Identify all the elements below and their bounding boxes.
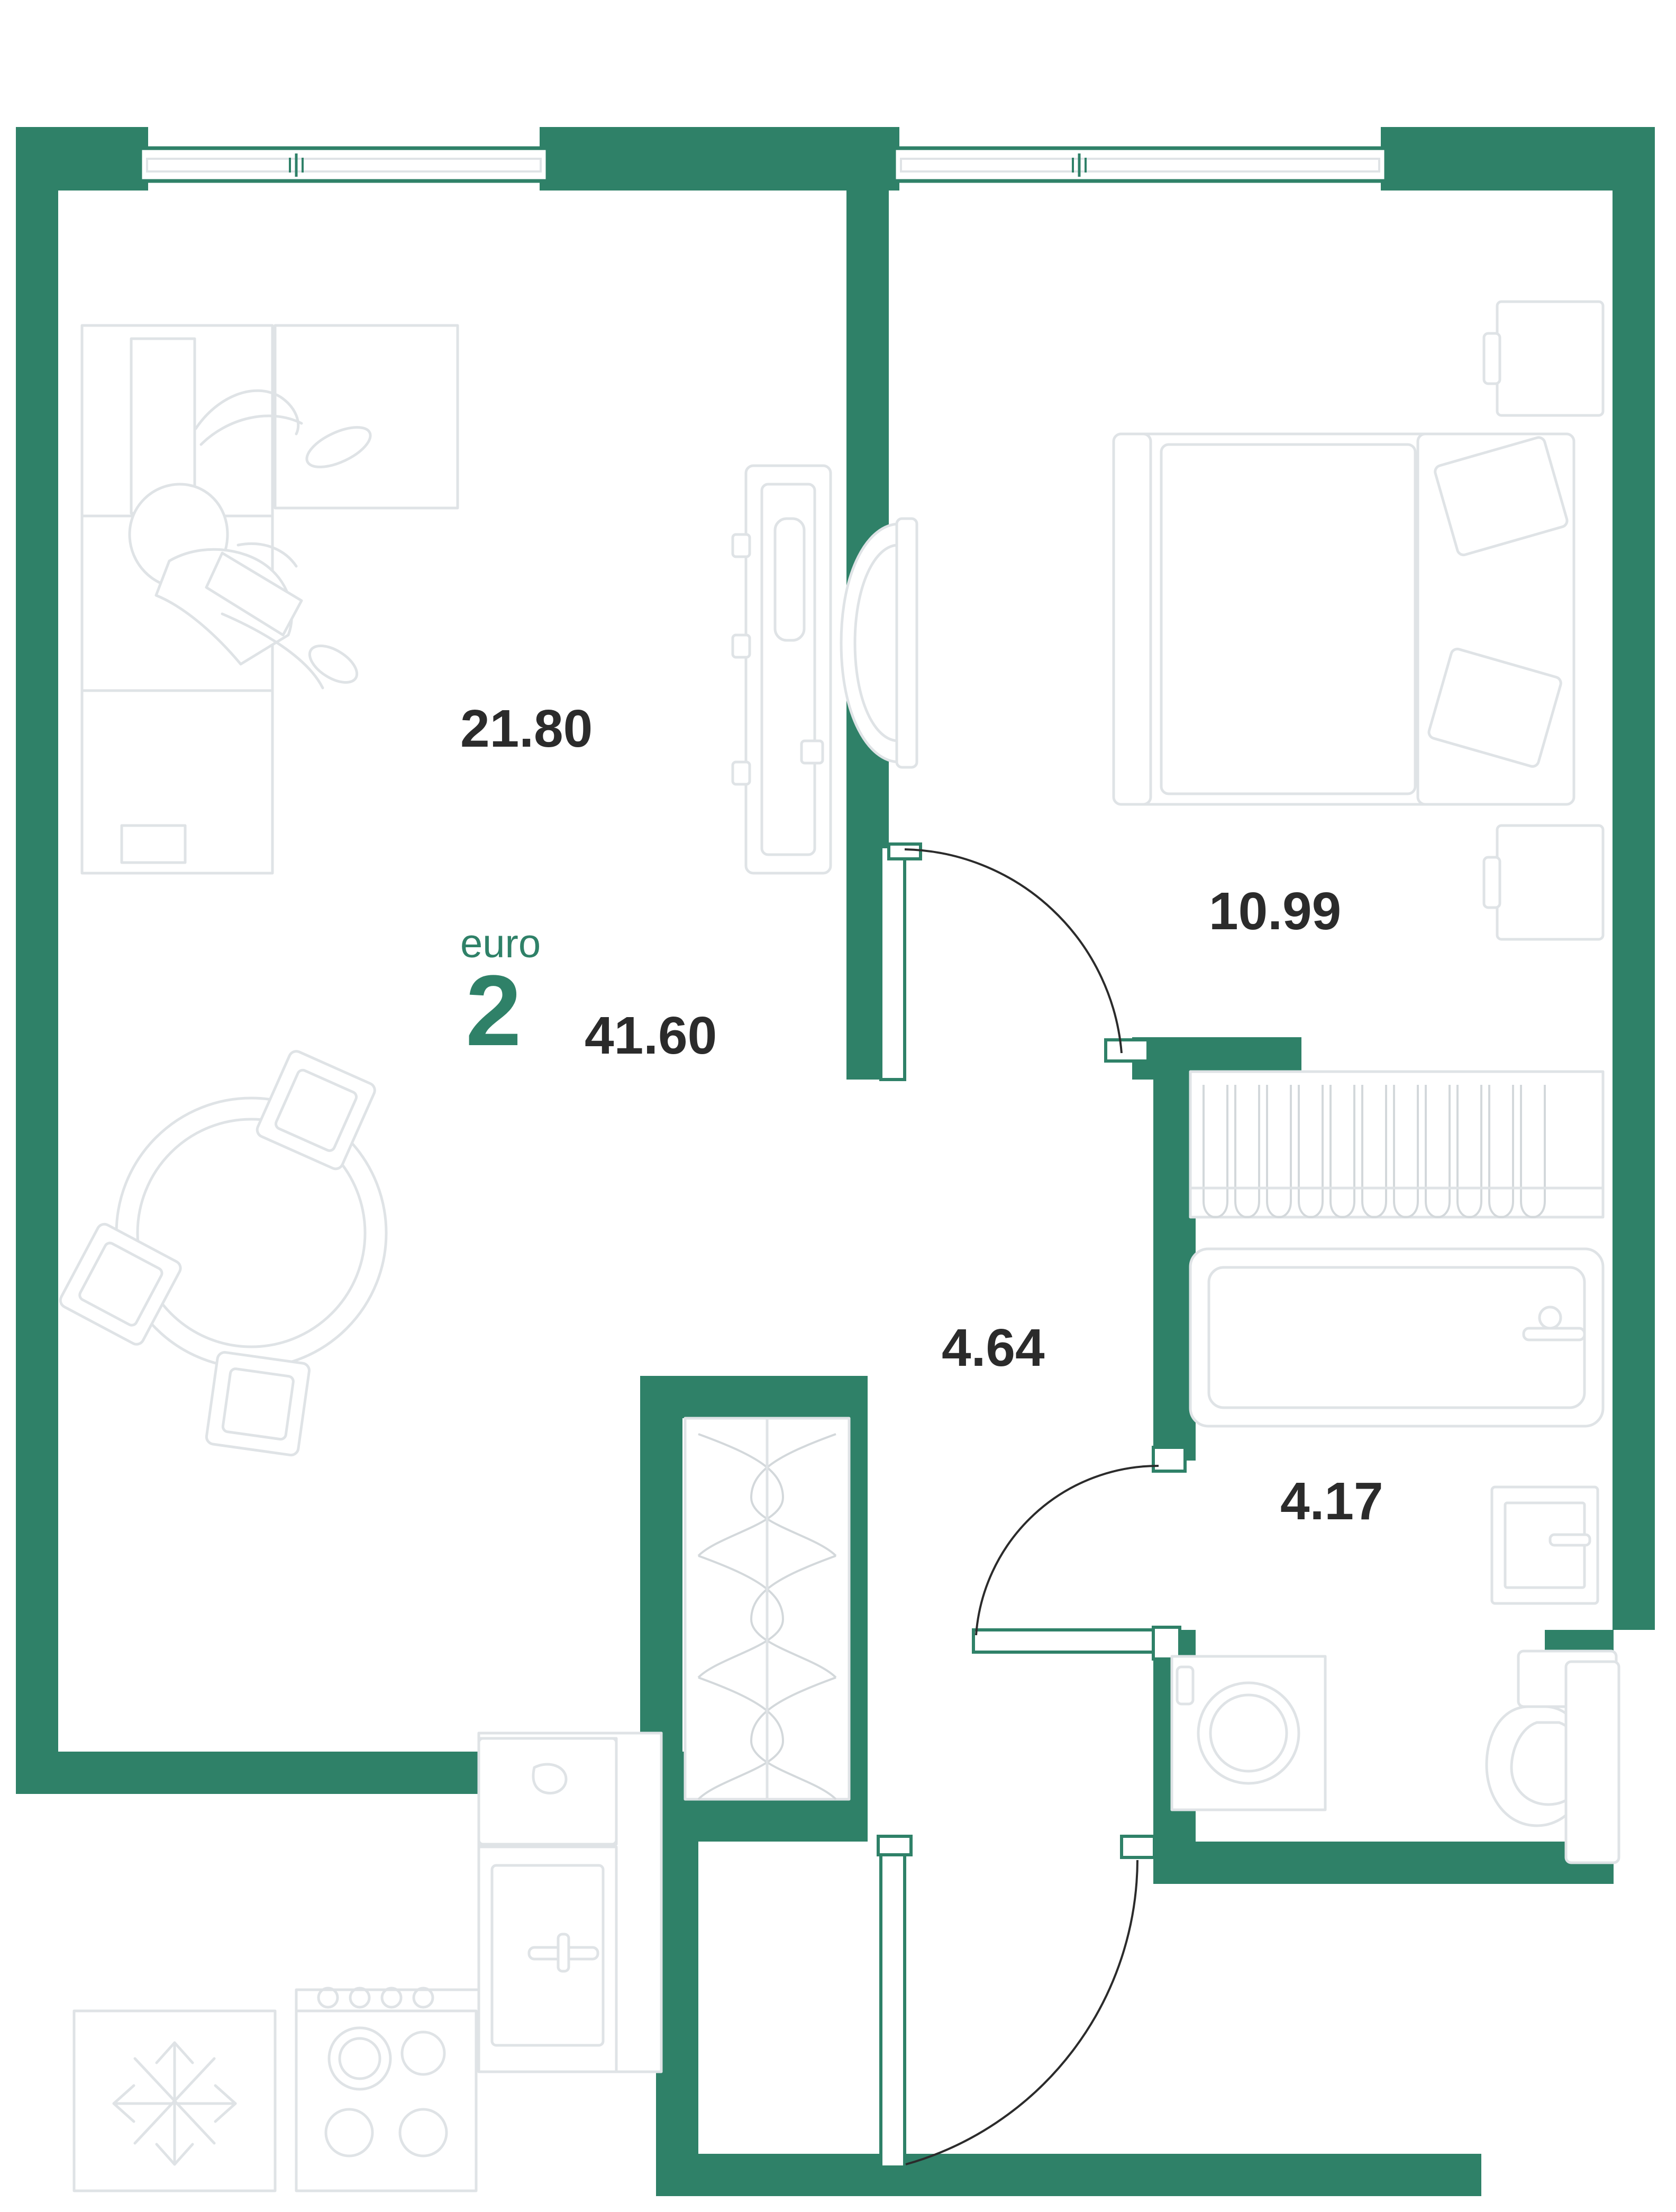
tv-panel (731, 464, 832, 875)
nightstand-bottom (1482, 824, 1605, 941)
door-entry (877, 1835, 1156, 2169)
door-bathroom (972, 1446, 1187, 1661)
badge-type-label: euro (460, 921, 541, 966)
area-label-bedroom: 10.99 (1209, 882, 1342, 941)
badge-room-count: 2 (466, 955, 522, 1067)
washing-machine (1170, 1655, 1327, 1811)
nightstand-top (1482, 300, 1605, 417)
area-label-bathroom: 4.17 (1280, 1472, 1383, 1531)
window-right (892, 146, 1388, 183)
badge-total-area: 41.60 (585, 1006, 717, 1065)
person-reading (128, 389, 372, 690)
refrigerator (72, 2009, 277, 2192)
bed (1112, 432, 1575, 806)
washbasin (1564, 1660, 1620, 1864)
hob (295, 1987, 478, 2192)
window-left (138, 146, 550, 183)
area-label-living-kitchen: 21.80 (460, 699, 593, 758)
dining-chairs (59, 1050, 376, 1457)
door-bedroom (879, 842, 1150, 1081)
bathtub (1189, 1247, 1605, 1428)
sink (477, 1737, 618, 1846)
wardrobe-bedroom (1189, 1070, 1605, 1219)
mirror-cabinet (1490, 1485, 1599, 1605)
oven (477, 1845, 618, 2073)
tv-stand (840, 517, 918, 769)
area-label-hall: 4.64 (942, 1318, 1045, 1377)
wardrobe-hall (684, 1417, 851, 1801)
